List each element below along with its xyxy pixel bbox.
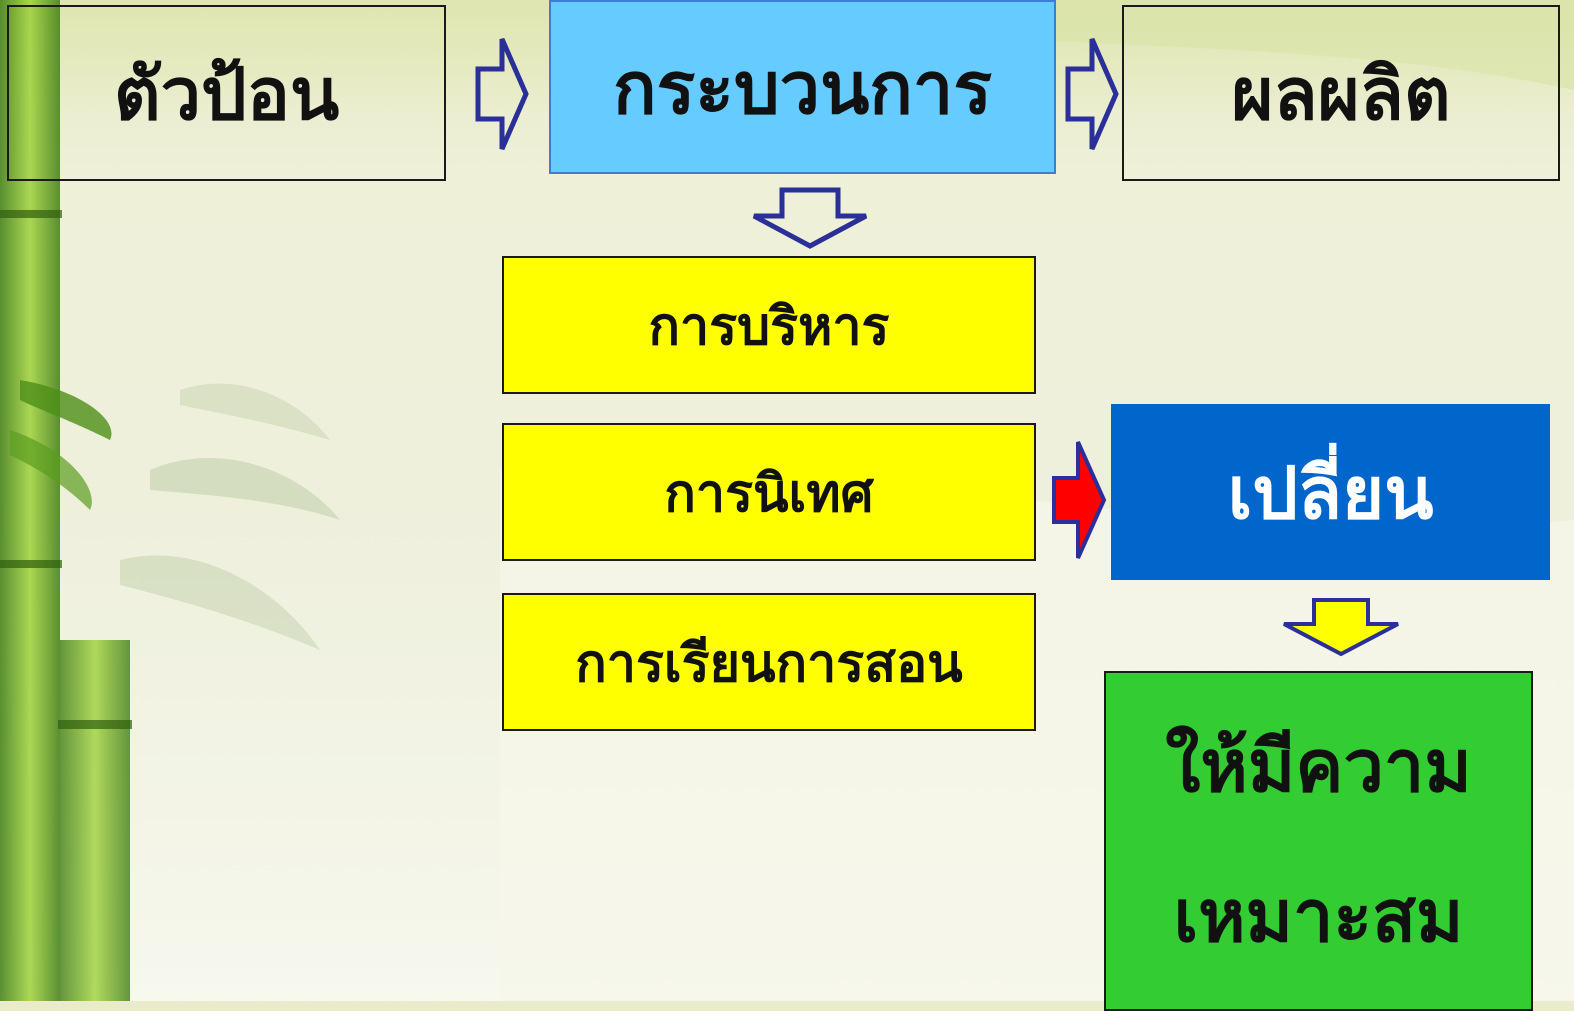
input-label: ตัวป้อน (113, 50, 340, 136)
teaching-box: การเรียนการสอน (502, 593, 1036, 731)
teaching-label: การเรียนการสอน (575, 632, 963, 694)
down-arrow-icon (752, 187, 868, 249)
red-right-arrow-icon (1052, 441, 1107, 559)
appropriate-box: ให้มีความ เหมาะสม (1104, 671, 1533, 1011)
supervision-box: การนิเทศ (502, 423, 1036, 561)
yellow-down-arrow-icon (1283, 598, 1399, 657)
supervision-label: การนิเทศ (664, 462, 874, 524)
process-label: กระบวนการ (613, 44, 992, 130)
output-box: ผลผลิต (1122, 5, 1560, 181)
output-label: ผลผลิต (1231, 50, 1451, 136)
change-label: เปลี่ยน (1227, 449, 1434, 535)
input-box: ตัวป้อน (7, 5, 446, 181)
change-box: เปลี่ยน (1111, 404, 1550, 580)
admin-box: การบริหาร (502, 256, 1036, 394)
right-arrow-icon (1065, 38, 1119, 150)
admin-label: การบริหาร (648, 295, 890, 357)
appropriate-line2: เหมาะสม (1173, 873, 1464, 958)
appropriate-line1: ให้มีความ (1165, 723, 1472, 808)
right-arrow-icon (475, 38, 529, 150)
process-box: กระบวนการ (549, 0, 1056, 174)
